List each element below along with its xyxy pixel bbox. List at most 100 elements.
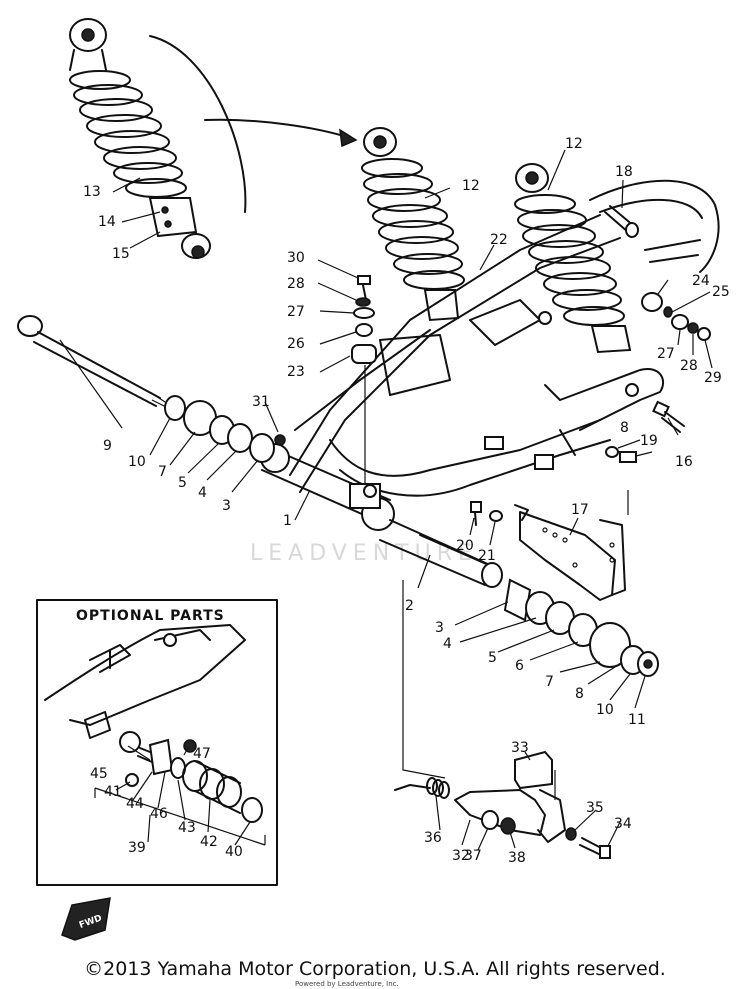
callout-12-left: 12 xyxy=(462,178,480,194)
bushing-3-right xyxy=(503,578,532,622)
washer-10-left xyxy=(164,395,186,421)
washer-27-right xyxy=(671,314,689,330)
callout-43: 43 xyxy=(178,820,196,836)
callout-15: 15 xyxy=(112,246,130,262)
bolt-18[interactable] xyxy=(604,205,639,238)
pivot-tube-1[interactable] xyxy=(260,443,395,531)
exploded-view-arrow xyxy=(204,118,351,139)
callout-38: 38 xyxy=(508,850,526,866)
grease-nipple-31 xyxy=(274,434,286,446)
callout-32: 32 xyxy=(452,848,470,864)
callout-17: 17 xyxy=(571,502,589,518)
bolt-30 xyxy=(357,275,371,285)
fine-print: Powered by Leadventure, Inc. xyxy=(295,980,399,988)
right-shock-hardware[interactable] xyxy=(641,292,711,341)
pivot-shaft-9[interactable] xyxy=(17,315,169,409)
callout-26: 26 xyxy=(287,336,305,352)
callout-41: 41 xyxy=(104,784,122,800)
callout-22: 22 xyxy=(490,232,508,248)
cover-33 xyxy=(514,750,553,790)
callout-47: 47 xyxy=(193,746,211,762)
callout-27-right: 27 xyxy=(657,346,675,362)
callout-28: 28 xyxy=(287,276,305,292)
callout-labels: 13 14 15 12 12 18 22 30 28 27 26 23 24 2… xyxy=(83,136,730,866)
watermark: LEADVENTURE xyxy=(250,541,478,566)
callout-10-right: 10 xyxy=(596,702,614,718)
optional-parts-title: OPTIONAL PARTS xyxy=(76,608,225,624)
callout-46: 46 xyxy=(150,806,168,822)
bolt-16[interactable] xyxy=(652,400,685,433)
callout-36: 36 xyxy=(424,830,442,846)
bushing-42 xyxy=(182,760,242,814)
callout-31: 31 xyxy=(252,394,270,410)
callout-45: 45 xyxy=(90,766,108,782)
callout-23: 23 xyxy=(287,364,305,380)
bolt-20[interactable] xyxy=(470,501,482,526)
plate-32 xyxy=(454,789,546,836)
chain-case-22[interactable] xyxy=(589,179,720,273)
callout-20: 20 xyxy=(456,538,474,554)
leader-lines xyxy=(59,149,713,851)
arrow-head xyxy=(339,128,358,148)
callout-18-top: 18 xyxy=(615,164,633,180)
spring-36 xyxy=(426,777,450,799)
bearing-4-left xyxy=(227,423,253,453)
callout-44: 44 xyxy=(126,796,144,812)
bracket-17[interactable] xyxy=(514,490,629,601)
callout-14: 14 xyxy=(98,214,116,230)
washer-21[interactable] xyxy=(489,510,503,522)
spacer-45 xyxy=(119,731,141,753)
washer-28-right xyxy=(687,322,699,334)
swing-arm-frame[interactable] xyxy=(289,214,665,497)
callout-18-mid: 8 xyxy=(620,420,629,436)
callout-3-left: 3 xyxy=(222,498,231,514)
callout-10-left: 10 xyxy=(128,454,146,470)
callout-37: 37 xyxy=(464,848,482,864)
callout-19: 19 xyxy=(640,433,658,449)
brake-lower-assembly[interactable] xyxy=(394,580,611,859)
shock-mount-hardware-stack[interactable] xyxy=(351,275,377,485)
callout-39: 39 xyxy=(128,840,146,856)
bushing-23 xyxy=(351,344,377,364)
callout-25: 25 xyxy=(712,284,730,300)
callout-33: 33 xyxy=(511,740,529,756)
pivot-shaft-2[interactable] xyxy=(379,519,503,588)
washer-35 xyxy=(565,827,577,841)
callout-16: 16 xyxy=(675,454,693,470)
callout-42: 42 xyxy=(200,834,218,850)
optional-parts-box: OPTIONAL PARTS xyxy=(36,599,278,886)
rear-shock-absorber-13[interactable] xyxy=(69,18,211,259)
callout-2: 2 xyxy=(405,598,414,614)
callout-27: 27 xyxy=(287,304,305,320)
callout-34: 34 xyxy=(614,816,632,832)
exploded-view-bracket xyxy=(149,35,247,213)
left-bushing-stack[interactable] xyxy=(164,395,286,463)
bolt-19[interactable] xyxy=(605,446,637,463)
callout-4-right: 4 xyxy=(443,636,452,652)
copyright-notice: ©2013 Yamaha Motor Corporation, U.S.A. A… xyxy=(84,958,666,980)
collar-24 xyxy=(641,292,663,312)
washer-40 xyxy=(241,797,263,823)
callout-35: 35 xyxy=(586,800,604,816)
callout-8-right: 8 xyxy=(575,686,584,702)
callout-29: 29 xyxy=(704,370,722,386)
callout-7-right: 7 xyxy=(545,674,554,690)
callout-5-left: 5 xyxy=(178,475,187,491)
callout-1: 1 xyxy=(283,513,292,529)
callout-4-left: 4 xyxy=(198,485,207,501)
rear-shock-absorber-12-right[interactable] xyxy=(514,163,632,354)
callout-5-right: 5 xyxy=(488,650,497,666)
callout-40: 40 xyxy=(225,844,243,860)
callout-12-right: 12 xyxy=(565,136,583,152)
collar-26 xyxy=(355,323,373,337)
callout-30: 30 xyxy=(287,250,305,266)
fwd-arrow-icon: FWD xyxy=(61,897,111,941)
washer-37 xyxy=(481,810,499,830)
washer-41 xyxy=(125,773,139,787)
rear-shock-absorber-12-left[interactable] xyxy=(361,127,465,322)
collar-7-right xyxy=(589,622,631,668)
washer-27 xyxy=(353,307,375,319)
callout-3-right: 3 xyxy=(435,620,444,636)
right-bushing-stack[interactable] xyxy=(503,578,659,677)
